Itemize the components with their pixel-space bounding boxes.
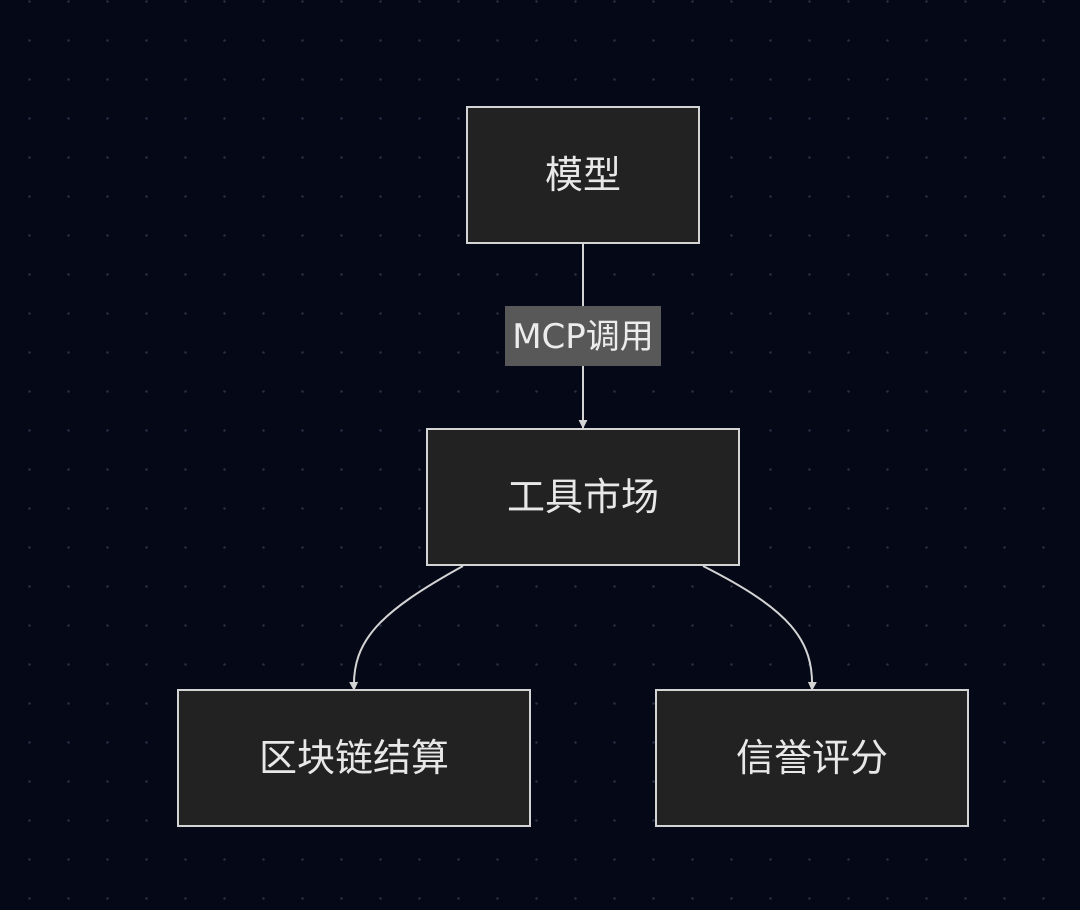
node-reputation-score-label: 信誉评分 — [736, 736, 888, 780]
edge-tool-market-to-reputation-score — [702, 565, 817, 691]
node-blockchain-settlement-box — [177, 689, 531, 827]
node-model-box — [466, 106, 700, 244]
node-tool-market[interactable]: 工具市场 — [426, 428, 740, 566]
node-reputation-score-box — [655, 689, 969, 827]
edge-tool-market-to-blockchain-settlement — [349, 565, 464, 691]
node-tool-market-box — [426, 428, 740, 566]
node-blockchain-settlement[interactable]: 区块链结算 — [177, 689, 531, 827]
node-model[interactable]: 模型 — [466, 106, 700, 244]
edge-label-text: MCP调用 — [512, 317, 654, 357]
edge-label-background — [505, 306, 661, 366]
node-tool-market-label: 工具市场 — [507, 475, 659, 519]
node-model-label: 模型 — [545, 153, 621, 197]
node-blockchain-settlement-label: 区块链结算 — [259, 736, 449, 780]
node-reputation-score[interactable]: 信誉评分 — [655, 689, 969, 827]
edge-label: MCP调用 — [505, 306, 661, 366]
